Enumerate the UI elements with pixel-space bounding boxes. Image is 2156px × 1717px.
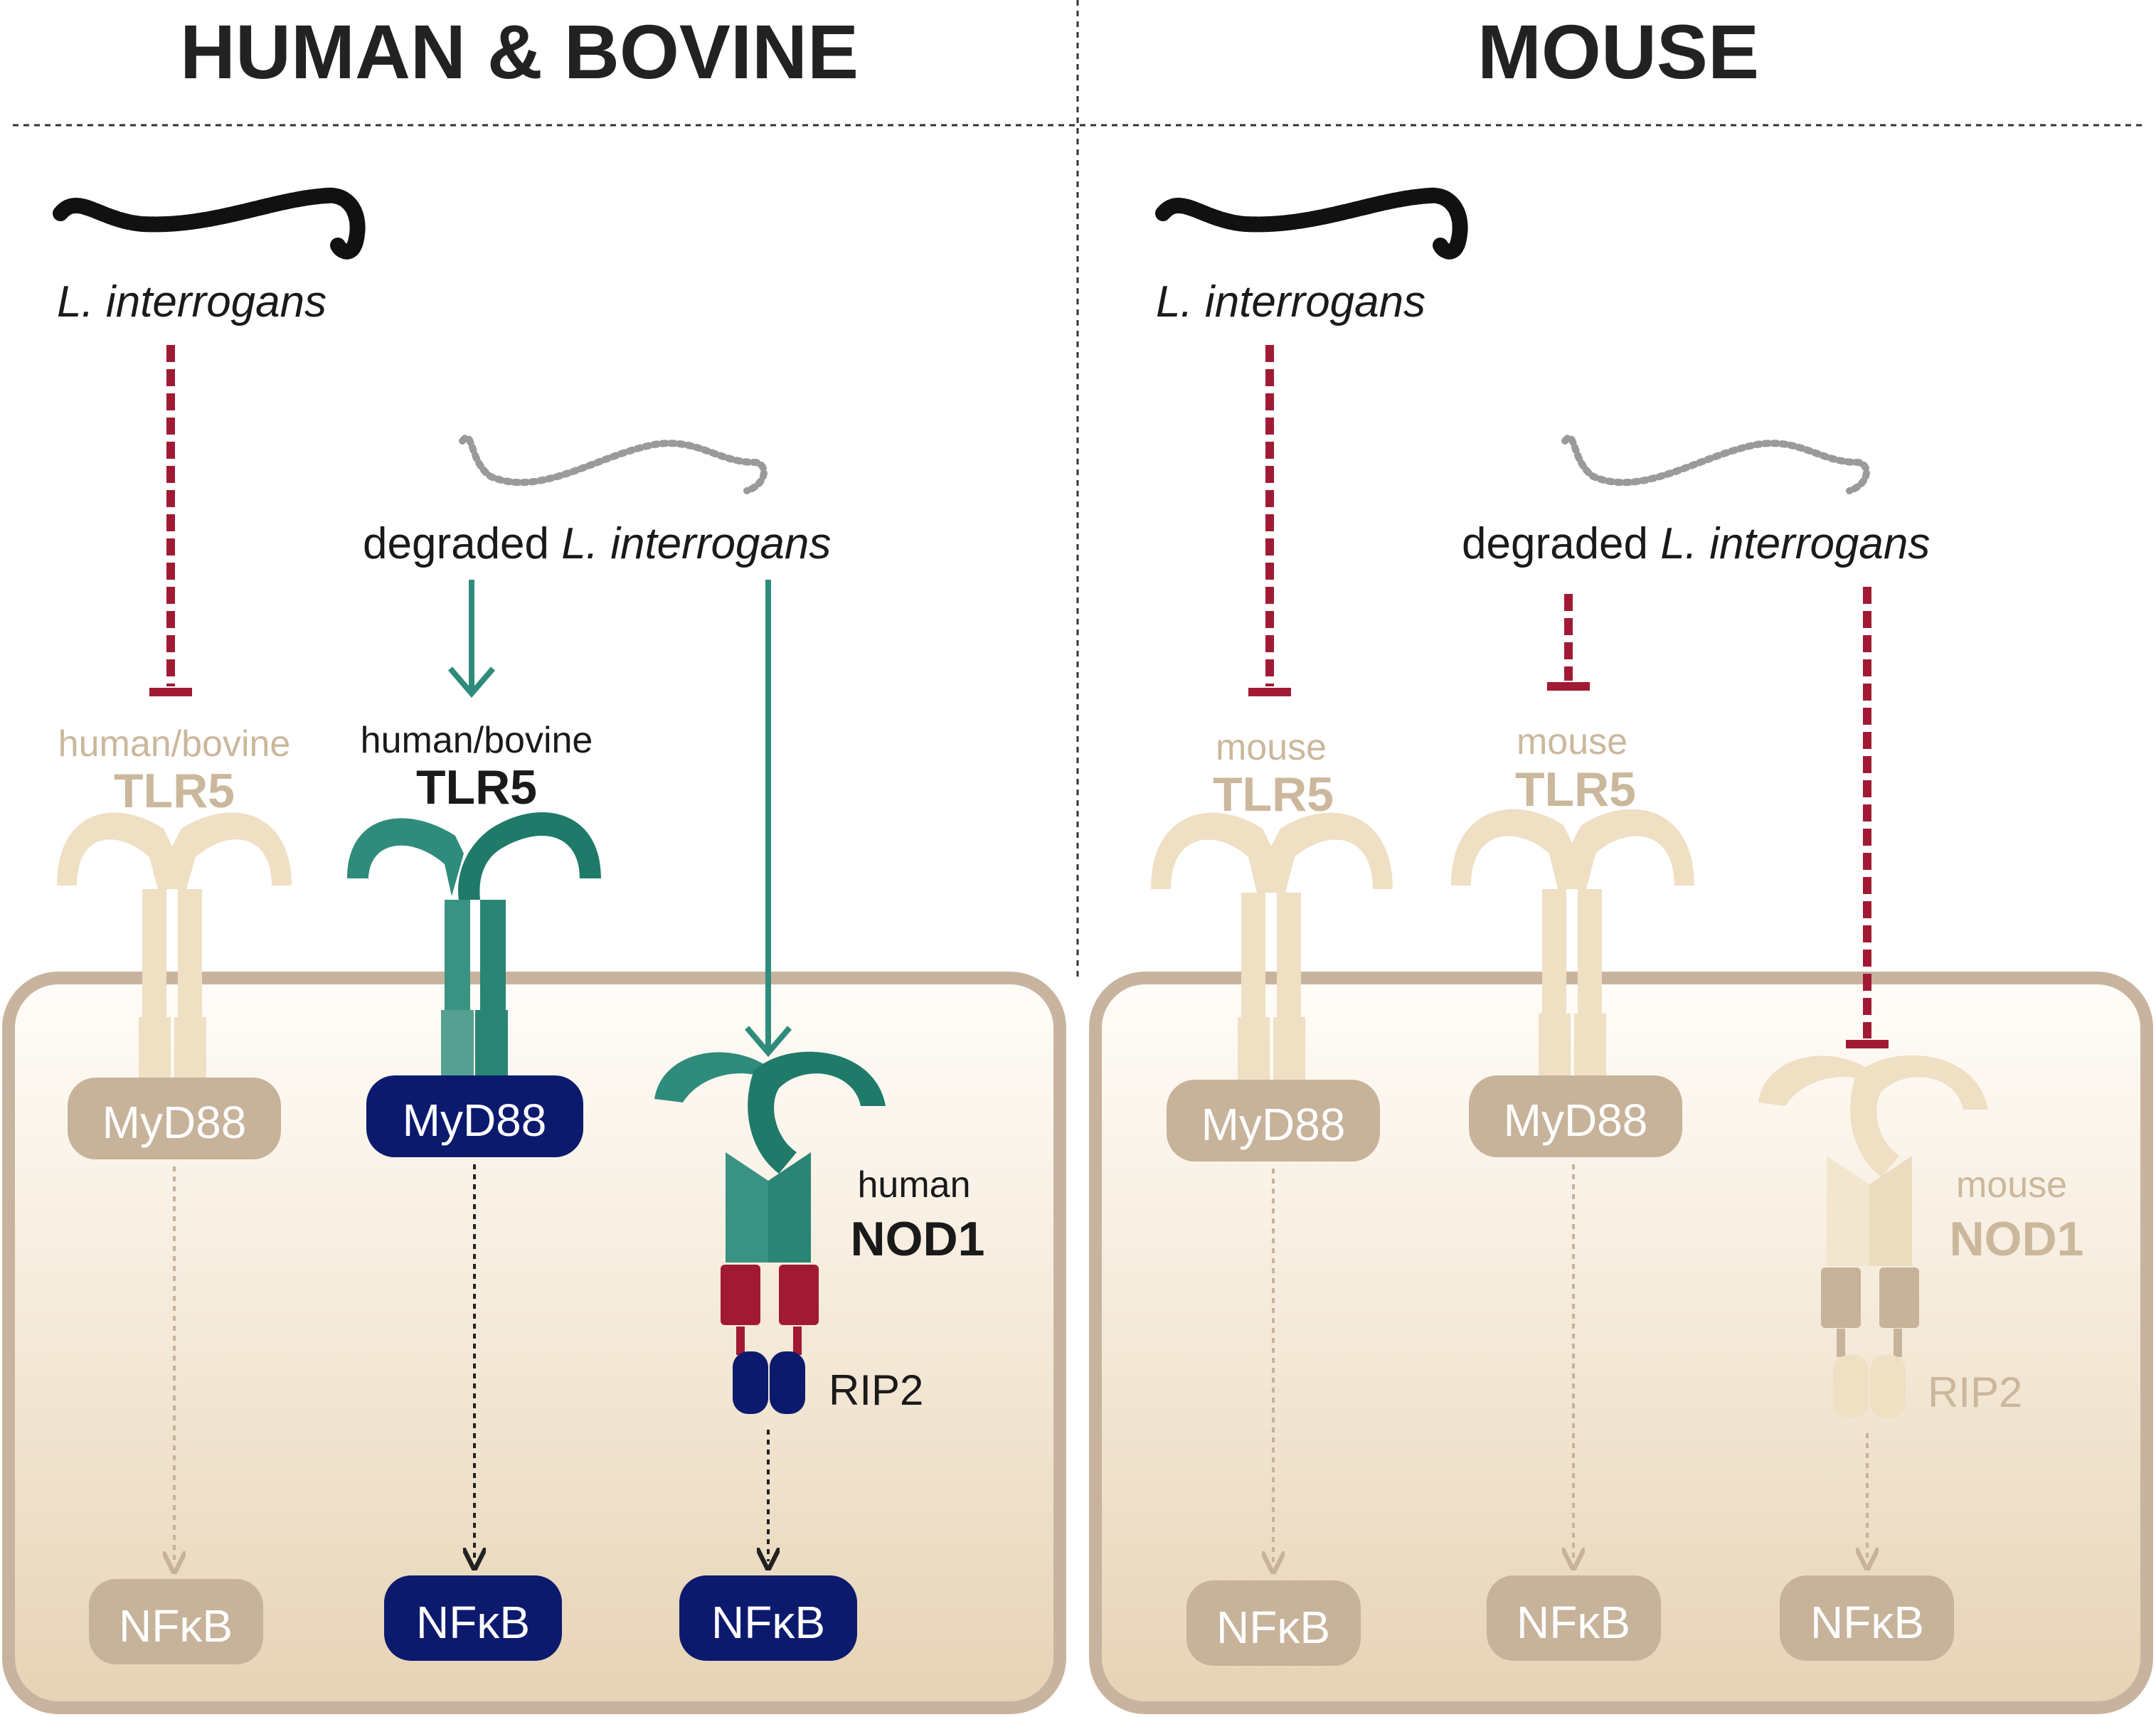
myd88-box-right-a <box>1167 1080 1380 1162</box>
tlr5-inactive-species: human/bovine <box>58 723 291 765</box>
myd88-label-right-a: MyD88 <box>1201 1099 1346 1150</box>
myd88-box-left-active <box>366 1075 583 1157</box>
myd88-label-right-b: MyD88 <box>1504 1095 1648 1146</box>
nod1-active-name: NOD1 <box>851 1212 985 1266</box>
rip2-label-left: RIP2 <box>829 1366 923 1414</box>
myd88-label-left-active: MyD88 <box>403 1095 547 1146</box>
inhibition-tlr5-right-a <box>1248 345 1291 696</box>
header-left: HUMAN & BOVINE <box>180 9 859 95</box>
nfkb-label-nod1-left: NFκB <box>711 1597 825 1648</box>
nod1-mouse-species: mouse <box>1956 1164 2067 1206</box>
nfkb-label-left-inactive: NFκB <box>119 1600 233 1652</box>
organism-label-right: L. interrogans <box>1156 277 1425 326</box>
nfkb-label-right-b: NFκB <box>1517 1597 1630 1648</box>
organism-label-left: L. interrogans <box>57 277 326 326</box>
cell-left <box>2 972 1066 1714</box>
nfkb-box-right-a <box>1186 1580 1361 1666</box>
nfkb-label-left-active: NFκB <box>416 1597 530 1648</box>
spirochete-right <box>1155 187 1468 260</box>
tlr5-a-receptor <box>1151 812 1393 1081</box>
tlr5-a-name: TLR5 <box>1213 767 1334 822</box>
nfkb-box-left-active <box>384 1575 562 1661</box>
activation-arrow-nod1 <box>744 580 792 1058</box>
tlr5-inactive-receptor <box>57 812 292 1081</box>
degraded-name-left: L. interrogans <box>561 519 831 568</box>
tlr5-b-receptor <box>1451 809 1694 1078</box>
nfkb-box-left-inactive <box>89 1579 263 1664</box>
inhibition-nod1-right <box>1846 587 1889 1048</box>
nod1-mouse-name: NOD1 <box>1950 1212 2084 1266</box>
degraded-label-left: degraded L. interrogans <box>363 519 831 568</box>
tlr5-active-name: TLR5 <box>416 760 537 814</box>
nfkb-box-nod1-right <box>1780 1575 1954 1661</box>
degraded-prefix-left: degraded <box>363 519 549 568</box>
tlr5-active-species: human/bovine <box>361 720 593 761</box>
tlr5-b-name: TLR5 <box>1515 762 1636 817</box>
nfkb-box-nod1-left <box>679 1575 857 1661</box>
tlr5-a-species: mouse <box>1216 727 1327 768</box>
nod1-active-receptor <box>654 1051 886 1414</box>
spirochete-left <box>53 187 366 260</box>
myd88-box-left-inactive <box>68 1078 281 1159</box>
nfkb-box-right-b <box>1487 1575 1661 1661</box>
tlr5-inactive-name: TLR5 <box>114 764 235 818</box>
degraded-name-right: L. interrogans <box>1660 519 1930 568</box>
nfkb-label-right-a: NFκB <box>1216 1602 1330 1653</box>
nod1-mouse-receptor <box>1758 1055 1988 1418</box>
myd88-label-left-inactive: MyD88 <box>102 1097 247 1148</box>
tlr5-b-species: mouse <box>1517 721 1627 762</box>
degraded-prefix-right: degraded <box>1462 519 1648 568</box>
nfkb-label-nod1-right: NFκB <box>1810 1597 1924 1648</box>
tlr5-active-receptor <box>347 812 601 1081</box>
degraded-spirochete-left <box>459 434 768 494</box>
header-right: MOUSE <box>1477 9 1759 95</box>
degraded-label-right: degraded L. interrogans <box>1462 519 1930 568</box>
activation-arrow-tlr5 <box>447 580 496 698</box>
inhibition-tlr5-right-b <box>1547 594 1590 691</box>
myd88-box-right-b <box>1469 1075 1682 1157</box>
rip2-label-right: RIP2 <box>1928 1368 2022 1416</box>
degraded-spirochete-right <box>1561 434 1870 494</box>
inhibition-tlr5-left <box>149 345 192 696</box>
nod1-active-species: human <box>858 1164 971 1206</box>
